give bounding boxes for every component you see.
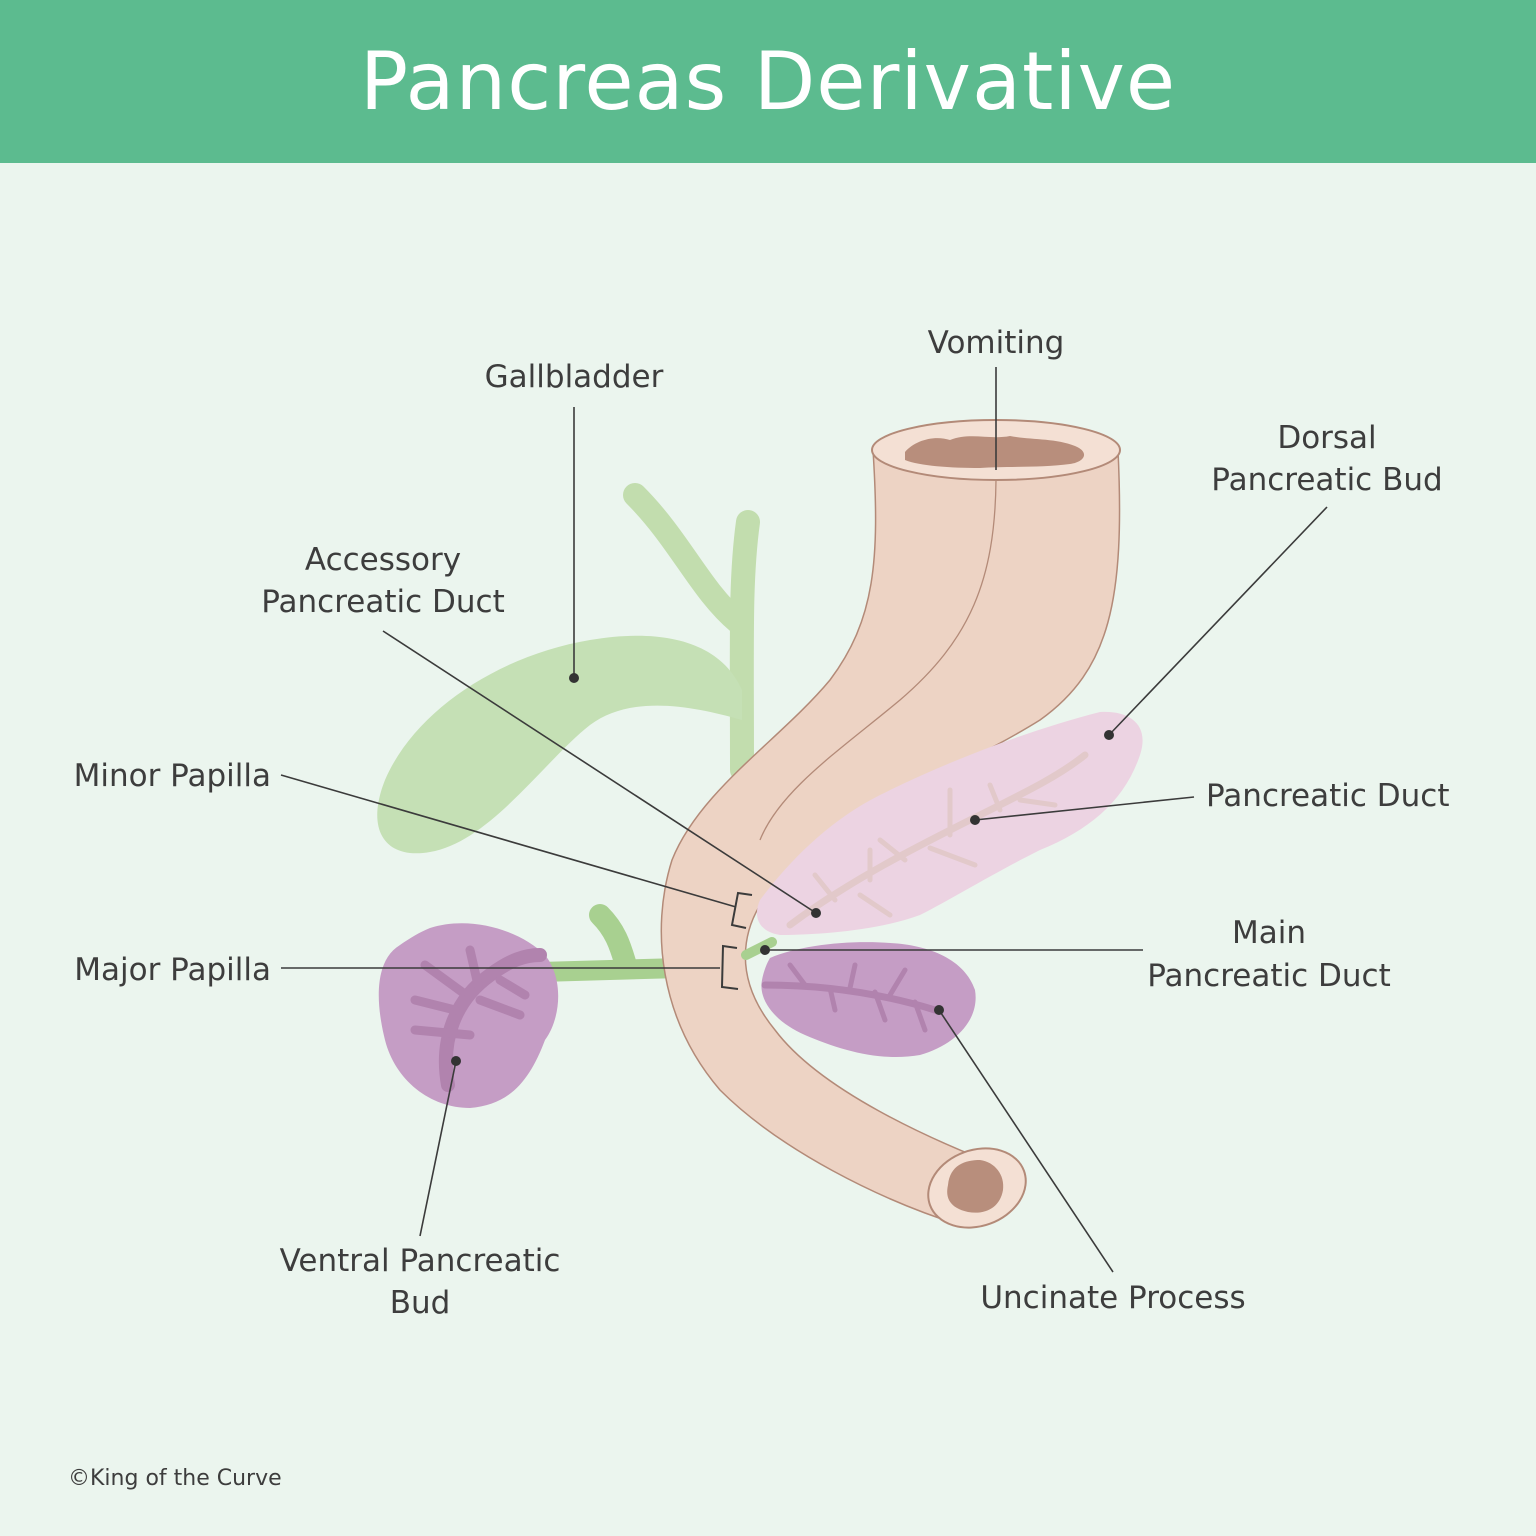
copyright-text: ©King of the Curve — [68, 1466, 282, 1491]
page-title: Pancreas Derivative — [359, 35, 1177, 128]
leader-lines — [280, 367, 1328, 1273]
label-pancreatic-duct: Pancreatic Duct — [1206, 778, 1450, 814]
label-vomiting: Vomiting — [928, 325, 1065, 361]
label-main-duct-line2: Pancreatic Duct — [1147, 958, 1391, 994]
header-bar: Pancreas Derivative — [0, 0, 1536, 163]
label-accessory-duct-line1: Accessory — [305, 542, 461, 578]
label-dorsal-bud-line1: Dorsal — [1277, 420, 1376, 456]
uncinate-process-shape — [761, 942, 976, 1058]
gallbladder-shape — [377, 635, 742, 854]
label-ventral-bud-line1: Ventral Pancreatic — [280, 1243, 561, 1279]
label-minor-papilla: Minor Papilla — [74, 758, 271, 794]
label-ventral-bud-line2: Bud — [390, 1285, 451, 1321]
label-major-papilla: Major Papilla — [74, 952, 271, 988]
label-uncinate-process: Uncinate Process — [980, 1280, 1245, 1316]
label-accessory-duct-line2: Pancreatic Duct — [261, 584, 505, 620]
label-gallbladder: Gallbladder — [485, 359, 664, 395]
label-main-duct-line1: Main — [1232, 915, 1306, 951]
label-dorsal-bud-line2: Pancreatic Bud — [1211, 462, 1442, 498]
bile-duct-tree — [623, 483, 760, 782]
ventral-pancreatic-bud — [378, 923, 559, 1108]
papilla-brackets — [720, 891, 777, 990]
common-bile-duct — [530, 904, 690, 982]
